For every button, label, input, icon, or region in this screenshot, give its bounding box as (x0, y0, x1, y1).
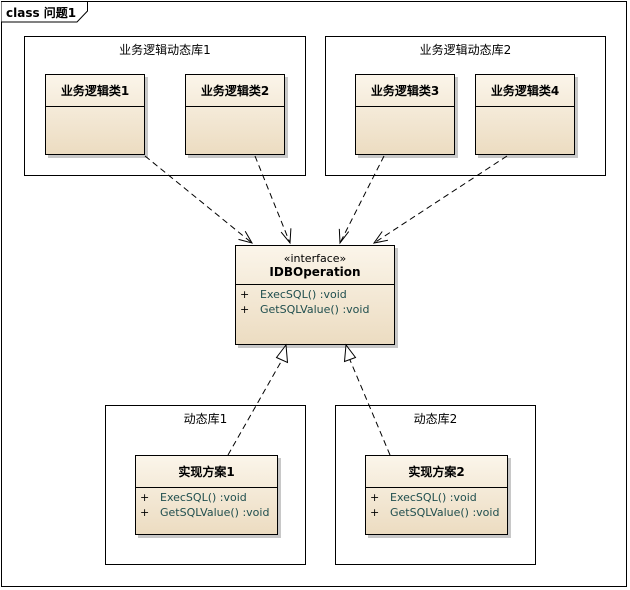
operation-text: GetSQLValue() :void (160, 506, 270, 519)
operations-compartment: + ExecSQL() :void + GetSQLValue() :void (366, 488, 507, 520)
visibility: + (370, 506, 380, 519)
operation-row: + GetSQLValue() :void (366, 505, 507, 520)
visibility: + (240, 303, 250, 316)
class-logic-2[interactable]: 业务逻辑类2 (185, 74, 285, 155)
realization-impl1-to-interface[interactable] (227, 343, 289, 456)
visibility: + (370, 491, 380, 504)
class-name: 实现方案2 (408, 465, 465, 479)
operation-row: + GetSQLValue() :void (236, 302, 394, 317)
visibility: + (240, 288, 250, 301)
operation-text: ExecSQL() :void (390, 491, 477, 504)
class-logic-3[interactable]: 业务逻辑类3 (355, 74, 455, 155)
class-header: 业务逻辑类3 (356, 75, 454, 107)
operation-text: ExecSQL() :void (160, 491, 247, 504)
operations-compartment: + ExecSQL() :void + GetSQLValue() :void (136, 488, 277, 520)
class-name: 实现方案1 (178, 465, 235, 479)
operation-text: GetSQLValue() :void (260, 303, 370, 316)
operation-row: + ExecSQL() :void (236, 287, 394, 302)
dependency-logic2-to-interface[interactable] (254, 155, 292, 245)
operation-text: GetSQLValue() :void (390, 506, 500, 519)
class-logic-1[interactable]: 业务逻辑类1 (45, 74, 145, 155)
class-name: 业务逻辑类2 (200, 84, 270, 98)
operation-row: + ExecSQL() :void (136, 490, 277, 505)
operations-compartment: + ExecSQL() :void + GetSQLValue() :void (236, 285, 394, 317)
class-header: 业务逻辑类2 (186, 75, 284, 107)
operation-row: + ExecSQL() :void (366, 490, 507, 505)
class-impl-1[interactable]: 实现方案1 + ExecSQL() :void + GetSQLValue() … (135, 455, 278, 535)
class-header: 业务逻辑类1 (46, 75, 144, 107)
class-header: 业务逻辑类4 (476, 75, 574, 107)
visibility: + (140, 506, 150, 519)
interface-stereotype: «interface» (283, 251, 347, 265)
class-header: «interface» IDBOperation (236, 246, 394, 285)
class-header: 实现方案1 (136, 456, 277, 488)
operation-text: ExecSQL() :void (260, 288, 347, 301)
frame-tab-shape (1, 1, 88, 23)
class-name: 业务逻辑类1 (60, 84, 130, 98)
package-label: 业务逻辑动态库1 (119, 43, 211, 57)
package-label: 动态库1 (183, 412, 228, 426)
package-label: 动态库2 (413, 412, 458, 426)
dependency-logic3-to-interface[interactable] (338, 155, 385, 245)
interface-idboperation[interactable]: «interface» IDBOperation + ExecSQL() :vo… (235, 245, 395, 345)
dependency-logic1-to-interface[interactable] (144, 155, 254, 244)
class-name: IDBOperation (269, 264, 361, 279)
class-logic-4[interactable]: 业务逻辑类4 (475, 74, 575, 155)
realization-impl2-to-interface[interactable] (343, 343, 391, 456)
class-name: 业务逻辑类3 (370, 84, 440, 98)
dependency-logic4-to-interface[interactable] (372, 155, 508, 244)
visibility: + (140, 491, 150, 504)
package-label: 业务逻辑动态库2 (419, 43, 512, 57)
frame-title-tab: class 问题1 (1, 1, 88, 23)
frame-title: class 问题1 (6, 6, 77, 20)
operation-row: + GetSQLValue() :void (136, 505, 277, 520)
class-impl-2[interactable]: 实现方案2 + ExecSQL() :void + GetSQLValue() … (365, 455, 508, 535)
class-name: 业务逻辑类4 (490, 84, 560, 98)
class-header: 实现方案2 (366, 456, 507, 488)
